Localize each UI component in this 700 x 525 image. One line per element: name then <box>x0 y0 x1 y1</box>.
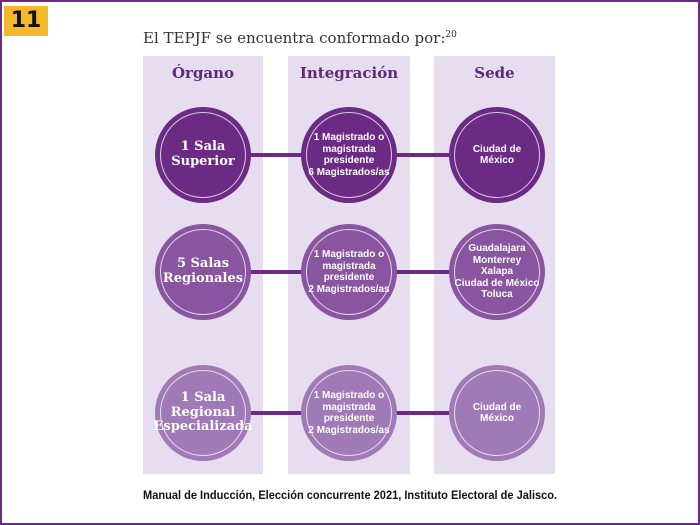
column-header: Integración <box>299 64 399 82</box>
integracion-text: 1 Magistrado o magistrada presidente 2 M… <box>308 249 390 295</box>
organo-text: 5 Salas Regionales <box>162 256 244 286</box>
title-text: El TEPJF se encuentra conformado por: <box>143 29 446 47</box>
column-header: Órgano <box>171 64 235 82</box>
footnote-ref: 20 <box>445 30 457 40</box>
slide-number-badge: 11 <box>4 6 48 36</box>
source-caption: Manual de Inducción, Elección concurrent… <box>143 488 558 502</box>
circle-integracion: 1 Magistrado o magistrada presidente 2 M… <box>301 365 397 461</box>
sede-text: Ciudad de México <box>472 143 522 167</box>
sede-text: Guadalajara Monterrey Xalapa Ciudad de M… <box>454 243 540 301</box>
circle-integracion: 1 Magistrado o magistrada presidente 6 M… <box>301 107 397 203</box>
sede-text: Ciudad de México <box>472 401 522 425</box>
circle-sede: Ciudad de México <box>449 107 545 203</box>
integracion-text: 1 Magistrado o magistrada presidente 6 M… <box>308 132 390 178</box>
circle-organo: 5 Salas Regionales <box>155 224 251 320</box>
organo-text: 1 Sala Superior <box>171 139 235 169</box>
integracion-text: 1 Magistrado o magistrada presidente 2 M… <box>308 390 390 436</box>
circle-organo: 1 Sala Superior <box>155 107 251 203</box>
column-header: Sede <box>474 64 515 82</box>
circle-organo: 1 Sala Regional Especializada <box>153 365 253 461</box>
circle-sede: Ciudad de México <box>449 365 545 461</box>
circle-sede: Guadalajara Monterrey Xalapa Ciudad de M… <box>449 224 545 320</box>
organo-text: 1 Sala Regional Especializada <box>153 389 253 435</box>
page-title: El TEPJF se encuentra conformado por:20 <box>143 29 457 47</box>
circle-integracion: 1 Magistrado o magistrada presidente 2 M… <box>301 224 397 320</box>
